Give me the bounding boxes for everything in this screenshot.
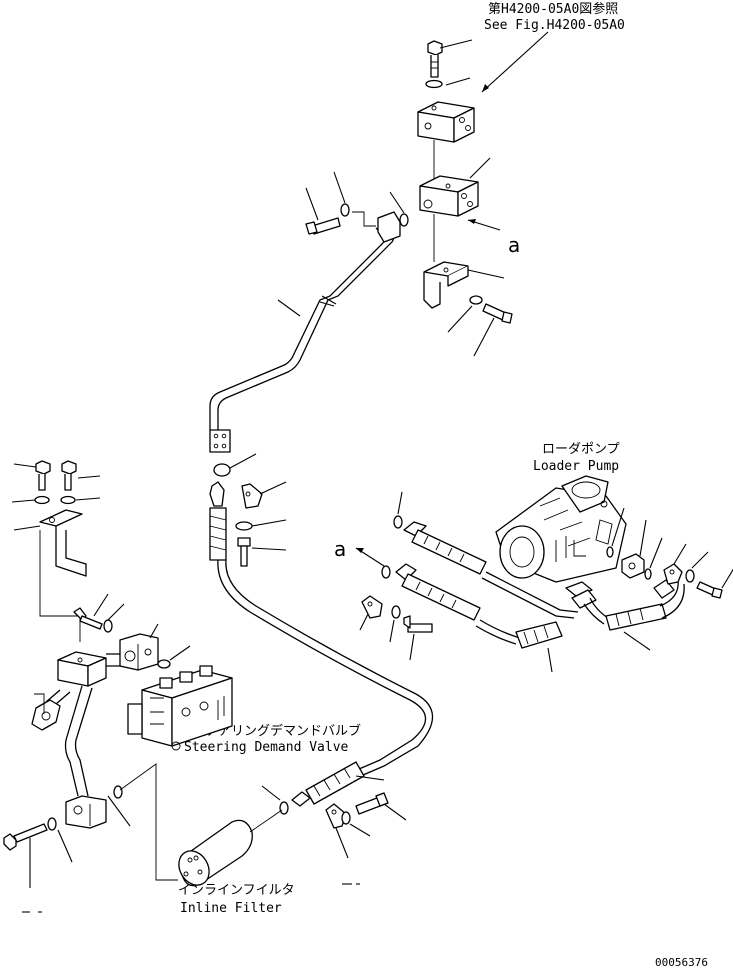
bracket-left — [39, 509, 87, 577]
o-ring-center — [213, 463, 231, 477]
pump-hose-right — [571, 579, 685, 631]
adapter-block-left — [57, 651, 107, 687]
washer-left-2 — [60, 495, 76, 505]
bolt-lower — [355, 792, 389, 815]
washer-pipe-flange — [340, 203, 350, 217]
flange-left — [31, 699, 61, 731]
lower-valve-block — [419, 175, 479, 217]
o-ring-pump-3 — [606, 546, 614, 558]
bolt-top — [427, 40, 443, 78]
o-ring-left — [157, 659, 171, 669]
o-ring-pipe-flange — [399, 213, 409, 227]
bolt-left-1 — [35, 460, 51, 491]
bolt-left-2 — [61, 460, 77, 491]
o-ring-pump-2 — [381, 565, 391, 579]
clamp-right — [663, 563, 683, 585]
bolt-center — [237, 537, 251, 567]
washer-top — [425, 79, 443, 89]
pump-hose-upper — [403, 521, 487, 575]
bolt-pipe-flange — [305, 217, 341, 235]
loader-pump-label-ja: ローダポンプ — [542, 442, 620, 457]
upper-steel-pipe — [209, 211, 401, 453]
reference-label-ja: 第H4200-05A0図参照 — [488, 1, 618, 17]
loader-pump — [495, 475, 627, 597]
bolt-right — [696, 581, 723, 599]
inline-filter-label-en: Inline Filter — [180, 901, 282, 916]
mounting-bracket-top — [423, 261, 469, 309]
washer-pump — [391, 605, 401, 619]
washer-left-long — [47, 817, 57, 831]
clamp-pump — [361, 595, 383, 619]
bolt-left-3 — [73, 607, 103, 630]
bolt-pump — [403, 615, 433, 633]
top-valve-stack — [417, 31, 549, 357]
callout-a-mid: a — [334, 537, 346, 561]
washer-right — [685, 569, 695, 583]
reference-label-en: See Fig.H4200-05A0 — [484, 18, 625, 33]
pump-hose-lower — [395, 563, 563, 649]
central-hose — [209, 481, 434, 779]
washer-lower — [341, 811, 351, 825]
loader-pump-label-en: Loader Pump — [533, 459, 619, 474]
inline-filter — [178, 819, 253, 887]
hose-fitting-lower — [291, 761, 365, 807]
steering-demand-valve-label-en: Steering Demand Valve — [184, 740, 349, 755]
washer-left-3 — [103, 619, 113, 633]
o-ring-pump-4 — [644, 568, 652, 580]
washer-left-1 — [34, 495, 50, 505]
o-ring-filter-out — [279, 801, 289, 815]
bolt-left-long — [3, 823, 48, 851]
valve-block-small — [119, 633, 159, 671]
drawing-number: 00056376 — [655, 956, 708, 968]
clamp-center — [241, 483, 263, 509]
steering-demand-valve — [127, 665, 233, 751]
bolt-bracket — [482, 303, 513, 324]
connector-block-left — [65, 795, 107, 829]
o-ring-filter-in — [113, 785, 123, 799]
steering-demand-valve-label-ja: ステアリングデマンドバルブ — [192, 723, 361, 739]
washer-center — [235, 521, 253, 531]
callout-a-top: a — [508, 233, 520, 257]
o-ring-pump-1 — [393, 515, 403, 529]
inline-filter-label-ja: インラインフイルタ — [178, 883, 295, 898]
split-flange-right — [621, 553, 645, 579]
washer-bracket — [469, 295, 483, 305]
upper-valve-block — [417, 101, 475, 143]
